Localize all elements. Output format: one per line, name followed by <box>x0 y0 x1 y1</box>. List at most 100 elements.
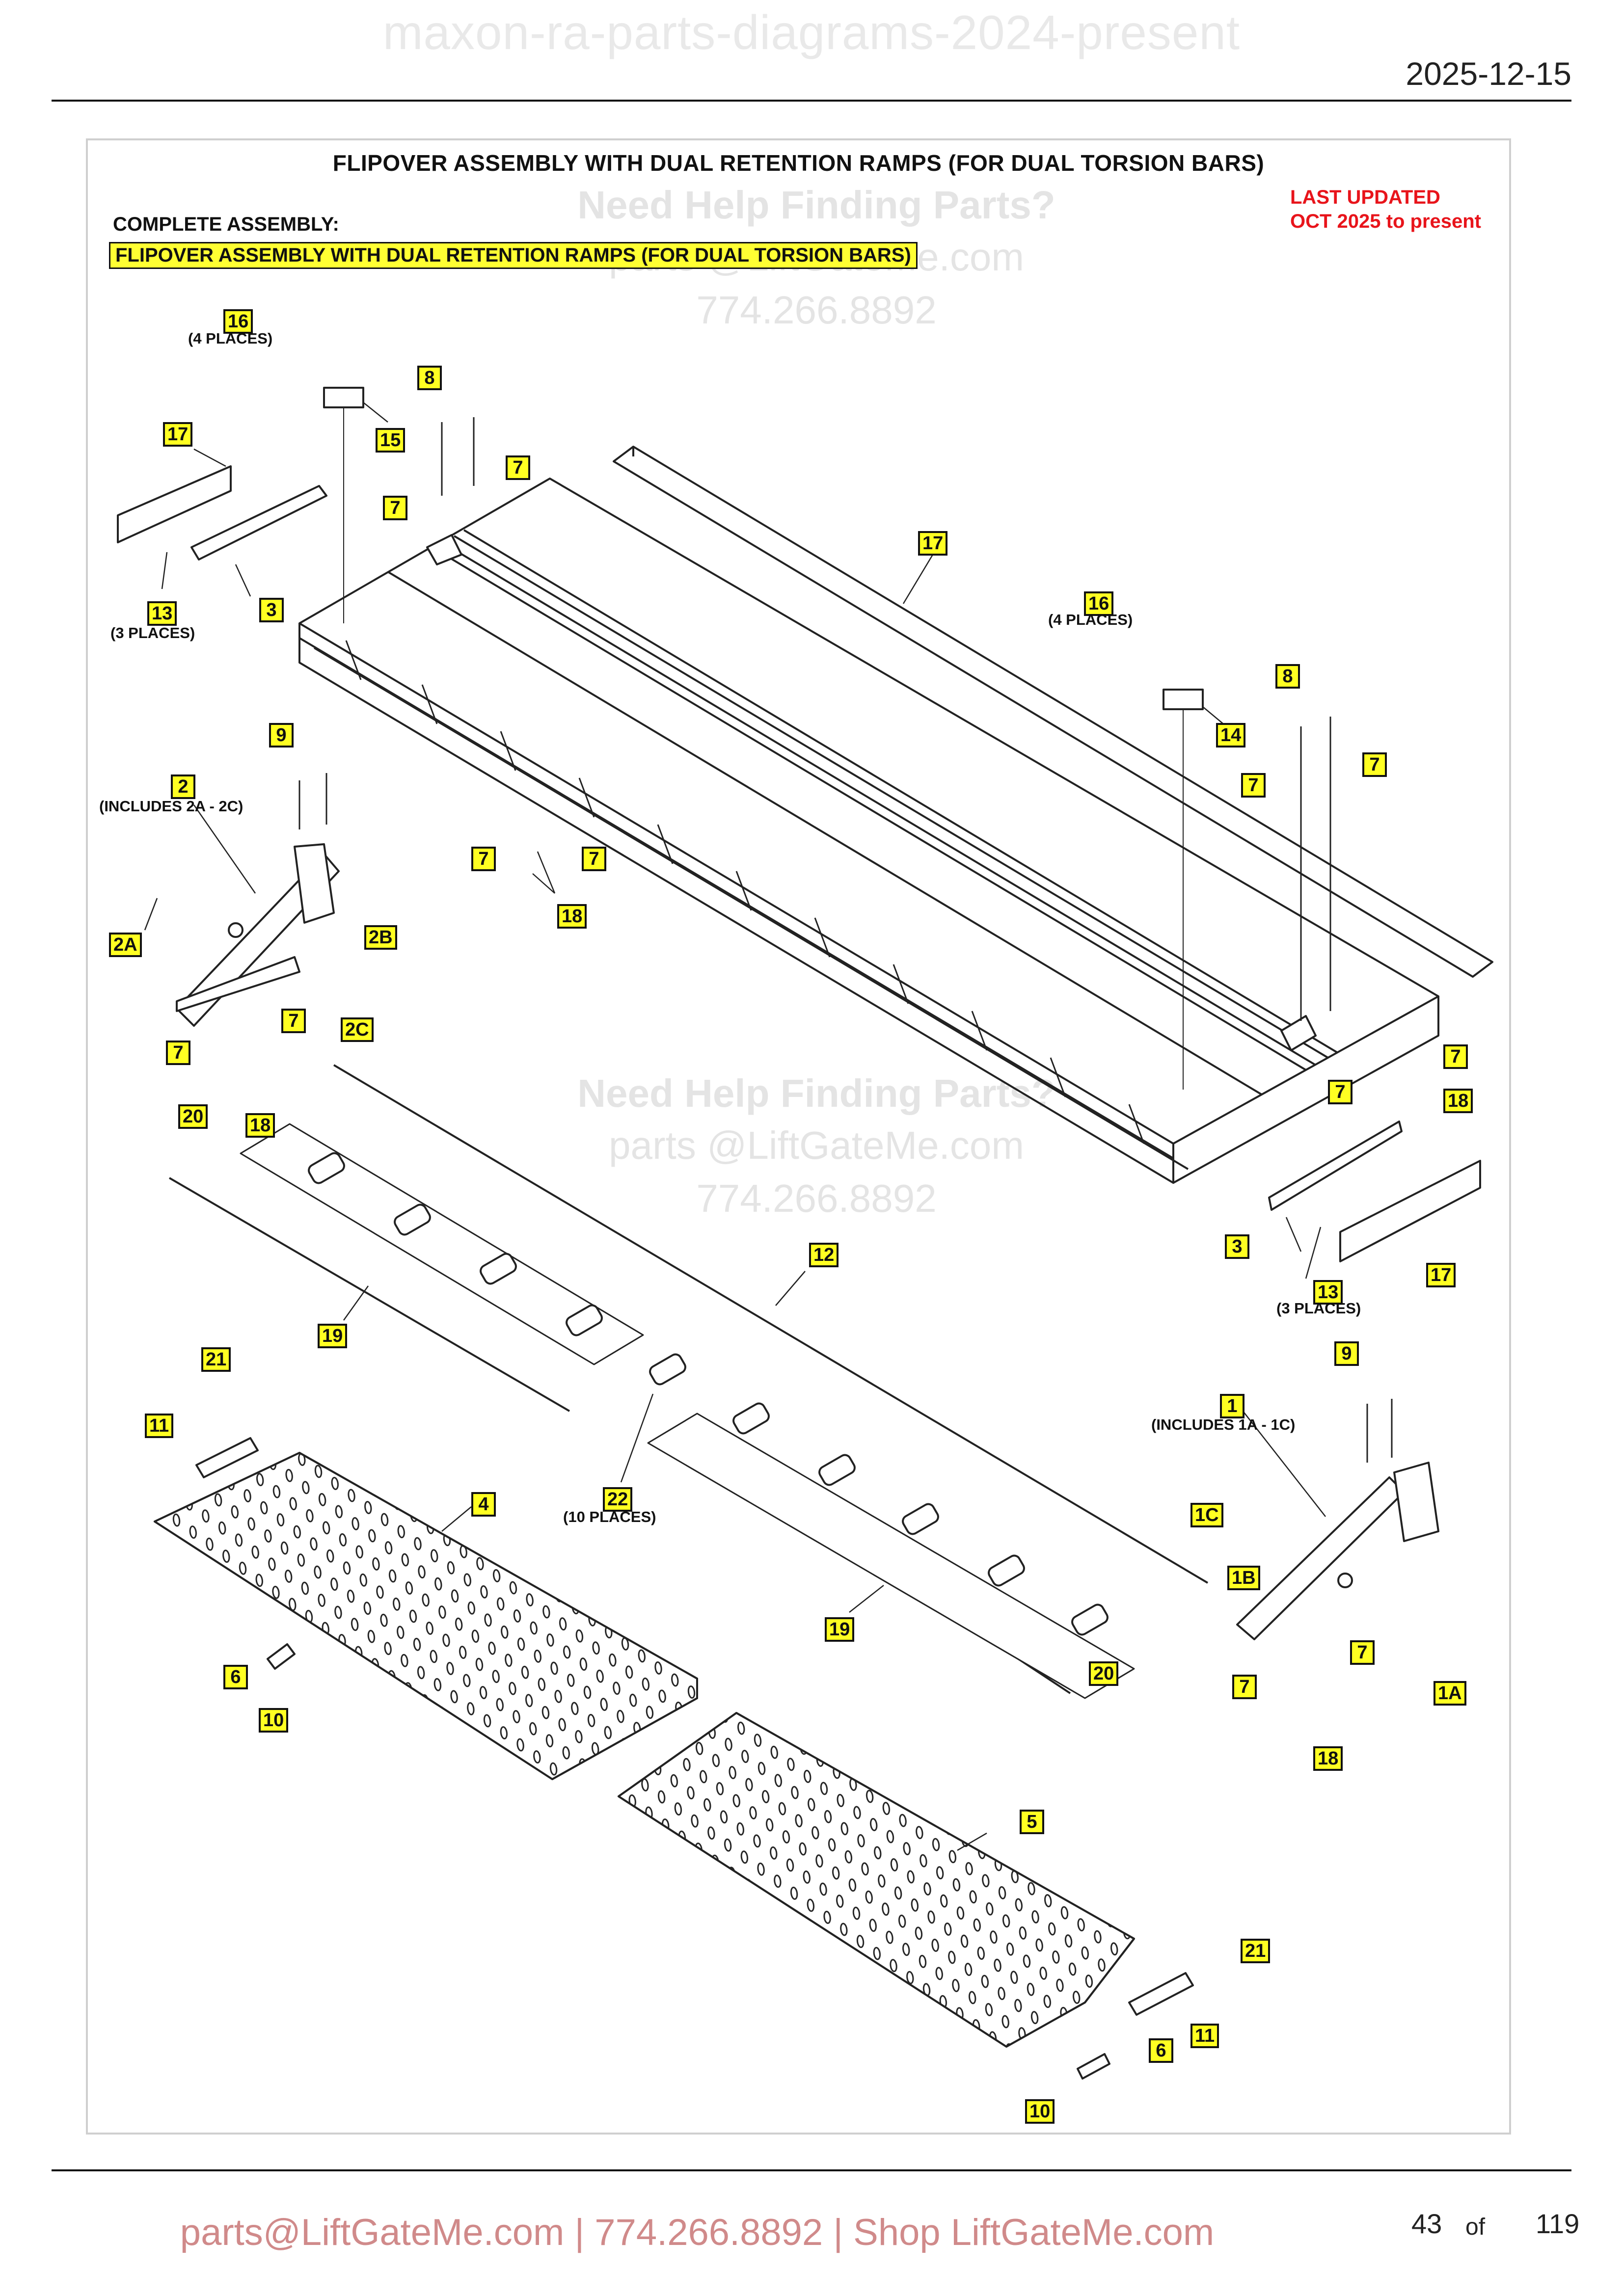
callout-22: 22 <box>603 1487 633 1512</box>
torsion-bar-19-upper <box>168 1177 570 1412</box>
callout-20: 20 <box>178 1104 208 1129</box>
quantity-note-16-right: (4 PLACES) <box>1048 611 1133 628</box>
callout-3: 3 <box>259 598 284 622</box>
callout-3: 3 <box>1225 1234 1249 1259</box>
hinge-plate-11-left <box>195 1437 259 1478</box>
quantity-note-13-left: (3 PLACES) <box>110 624 195 641</box>
callout-7: 7 <box>166 1041 190 1065</box>
torsion-arm-left <box>176 843 340 1027</box>
callout-21: 21 <box>1241 1939 1271 1963</box>
callout-2: 2 <box>171 774 195 799</box>
bar-guide-lower <box>647 1413 1135 1699</box>
footer-rule <box>52 2169 1571 2171</box>
last-updated-label: LAST UPDATED <box>1290 187 1440 208</box>
diagram-title: FLIPOVER ASSEMBLY WITH DUAL RETENTION RA… <box>332 150 1265 176</box>
callout-1b: 1B <box>1227 1566 1260 1590</box>
page-total: 119 <box>1536 2208 1580 2239</box>
last-updated-range: OCT 2025 to present <box>1290 211 1482 232</box>
shim-plate-upper-left <box>117 465 232 543</box>
callout-2b: 2B <box>364 925 397 950</box>
quantity-note-13-right: (3 PLACES) <box>1276 1300 1361 1317</box>
torsion-arm-right <box>1236 1462 1439 1640</box>
rod-12 <box>333 1064 1209 1584</box>
callout-1a: 1A <box>1434 1681 1466 1706</box>
bolts <box>298 417 1393 1463</box>
callout-7: 7 <box>281 1009 306 1033</box>
callout-18: 18 <box>1443 1089 1473 1113</box>
help-watermark-phone: 774.266.8892 <box>696 288 937 332</box>
quantity-note-16-left: (4 PLACES) <box>188 330 273 347</box>
retention-bracket-upper-left <box>190 485 327 561</box>
strap-6-left <box>267 1643 296 1670</box>
callout-2c: 2C <box>341 1017 374 1042</box>
callout-15: 15 <box>376 428 406 453</box>
callout-19: 19 <box>318 1324 348 1348</box>
callout-18: 18 <box>1313 1746 1343 1771</box>
callout-21: 21 <box>201 1347 231 1372</box>
callout-13: 13 <box>1313 1280 1343 1305</box>
callout-10: 10 <box>1025 2099 1055 2124</box>
hinge-plate-11-right <box>1128 1972 1194 2016</box>
callout-7: 7 <box>1232 1675 1257 1699</box>
quantity-note-22: (10 PLACES) <box>563 1508 656 1525</box>
page-of-label: of <box>1465 2214 1486 2240</box>
header-watermark: maxon-ra-parts-diagrams-2024-present <box>382 5 1241 59</box>
header-rule <box>52 100 1571 102</box>
help-watermark-heading: Need Help Finding Parts? <box>577 183 1055 227</box>
includes-note-1: (INCLUDES 1A - 1C) <box>1151 1416 1296 1433</box>
callout-5: 5 <box>1020 1810 1044 1834</box>
complete-assembly-name: FLIPOVER ASSEMBLY WITH DUAL RETENTION RA… <box>109 242 918 269</box>
callout-8: 8 <box>1275 664 1300 689</box>
callout-17: 17 <box>163 422 193 447</box>
callout-7: 7 <box>506 455 530 480</box>
diagram-frame <box>86 138 1511 2135</box>
last-updated-notice: LAST UPDATED OCT 2025 to present <box>1290 186 1481 234</box>
callout-13: 13 <box>147 601 177 626</box>
callout-7: 7 <box>1241 773 1266 798</box>
help-watermark-heading: Need Help Finding Parts? <box>577 1071 1055 1115</box>
callout-19: 19 <box>825 1617 855 1642</box>
help-watermark-middle: Need Help Finding Parts? parts @LiftGate… <box>473 1068 1160 1225</box>
callout-9: 9 <box>1334 1341 1359 1366</box>
complete-assembly-label: COMPLETE ASSEMBLY: <box>113 214 339 235</box>
callout-7: 7 <box>1362 752 1387 777</box>
callout-8: 8 <box>417 366 442 390</box>
help-watermark-phone: 774.266.8892 <box>696 1176 937 1220</box>
callout-7: 7 <box>383 496 407 520</box>
callout-7: 7 <box>1328 1080 1352 1104</box>
callout-7: 7 <box>582 847 606 871</box>
callout-9: 9 <box>269 723 294 748</box>
strap-6-right <box>1077 2053 1110 2080</box>
page-number: 43 <box>1411 2208 1442 2239</box>
help-watermark-email: parts @LiftGateMe.com <box>609 1123 1024 1167</box>
callout-20: 20 <box>1089 1661 1119 1686</box>
shim-plate-lower-right <box>1339 1160 1481 1262</box>
ramp-4-outline <box>154 1452 698 1780</box>
document-date: 2025-12-15 <box>1406 55 1571 92</box>
footer-contact: parts@LiftGateMe.com | 774.266.8892 | Sh… <box>180 2212 1215 2253</box>
callout-1c: 1C <box>1190 1503 1223 1527</box>
callout-7: 7 <box>1443 1044 1468 1069</box>
includes-note-2: (INCLUDES 2A - 2C) <box>99 798 243 815</box>
callout-14: 14 <box>1216 723 1246 748</box>
callout-12: 12 <box>809 1243 839 1267</box>
hinge-block-15 <box>323 387 364 408</box>
ramp-5-outline <box>618 1712 1135 2048</box>
callout-11: 11 <box>145 1414 174 1438</box>
callout-17: 17 <box>1426 1263 1456 1287</box>
callout-1: 1 <box>1220 1394 1244 1418</box>
callout-2a: 2A <box>109 933 142 957</box>
callout-16: 16 <box>223 309 253 334</box>
callout-6: 6 <box>1149 2038 1173 2063</box>
retention-links <box>308 1152 1109 1636</box>
callout-18: 18 <box>245 1113 275 1138</box>
callout-18: 18 <box>557 904 587 929</box>
callout-11: 11 <box>1190 2024 1219 2048</box>
platform-deck <box>298 478 1439 1184</box>
callout-4: 4 <box>471 1492 496 1517</box>
hinge-block-14 <box>1163 689 1204 710</box>
callout-7: 7 <box>1350 1640 1375 1665</box>
callout-7: 7 <box>471 847 496 871</box>
callout-6: 6 <box>223 1665 248 1689</box>
